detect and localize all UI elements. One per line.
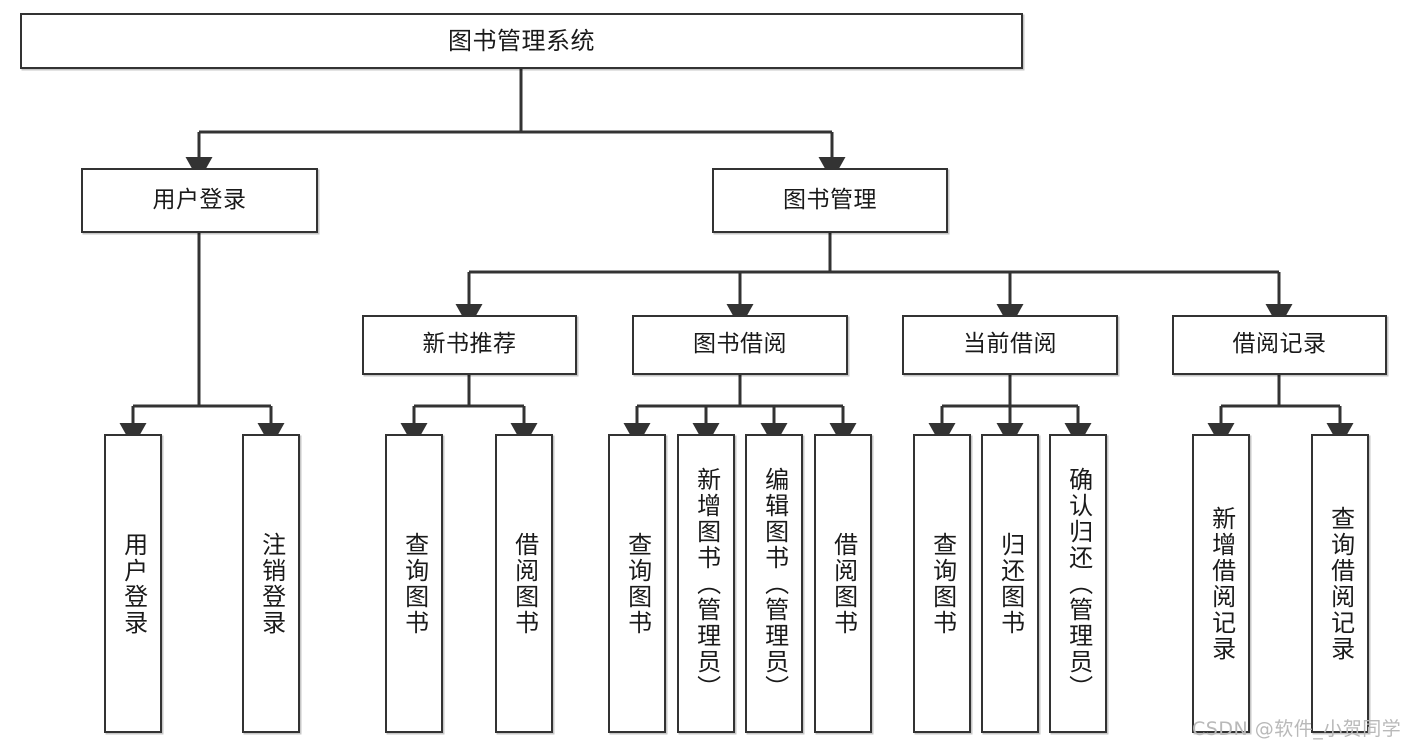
leaf-logout[interactable]: 注销登录 (242, 434, 300, 733)
leaf-query-book-current[interactable]: 查询图书 (913, 434, 971, 733)
node-label: 当前借阅 (963, 331, 1057, 358)
node-label: 查询图书 (623, 531, 652, 636)
node-current-borrow[interactable]: 当前借阅 (902, 315, 1118, 375)
node-label: 借阅图书 (829, 531, 858, 636)
leaf-query-book[interactable]: 查询图书 (608, 434, 666, 733)
node-label: 新书推荐 (422, 331, 517, 358)
leaf-edit-book-admin[interactable]: 编辑图书（管理员） (745, 434, 803, 733)
node-user-login[interactable]: 用户登录 (81, 168, 318, 233)
leaf-query-borrow-record[interactable]: 查询借阅记录 (1311, 434, 1369, 733)
leaf-query-book-recommend[interactable]: 查询图书 (385, 434, 443, 733)
node-borrow-record[interactable]: 借阅记录 (1172, 315, 1387, 375)
leaf-borrow-book[interactable]: 借阅图书 (814, 434, 872, 733)
node-label: 新增图书（管理员） (692, 466, 721, 701)
leaf-add-book-admin[interactable]: 新增图书（管理员） (677, 434, 735, 733)
leaf-borrow-book-recommend[interactable]: 借阅图书 (495, 434, 553, 733)
node-label: 查询图书 (400, 531, 429, 636)
leaf-add-borrow-record[interactable]: 新增借阅记录 (1192, 434, 1250, 733)
node-label: 注销登录 (257, 531, 286, 636)
csdn-watermark: CSDN @软件_小贺同学 (1192, 718, 1402, 740)
node-label: 确认归还（管理员） (1064, 466, 1093, 701)
leaf-return-book[interactable]: 归还图书 (981, 434, 1039, 733)
node-label: 编辑图书（管理员） (760, 466, 789, 701)
node-label: 图书借阅 (693, 331, 787, 358)
node-label: 查询图书 (928, 531, 957, 636)
node-label: 借阅图书 (510, 531, 539, 636)
leaf-user-login[interactable]: 用户登录 (104, 434, 162, 733)
node-label: 用户登录 (119, 531, 148, 636)
node-book-management[interactable]: 图书管理 (712, 168, 948, 233)
node-label: 查询借阅记录 (1326, 505, 1355, 662)
node-label: 新增借阅记录 (1207, 505, 1236, 662)
node-label: 归还图书 (996, 531, 1025, 636)
node-label: 用户登录 (152, 186, 247, 213)
node-label: 图书管理系统 (448, 26, 595, 55)
node-root-system[interactable]: 图书管理系统 (20, 13, 1023, 69)
node-new-book-recommend[interactable]: 新书推荐 (362, 315, 577, 375)
leaf-confirm-return-admin[interactable]: 确认归还（管理员） (1049, 434, 1107, 733)
node-book-borrow[interactable]: 图书借阅 (632, 315, 848, 375)
node-label: 借阅记录 (1232, 331, 1327, 358)
node-label: 图书管理 (783, 186, 877, 213)
